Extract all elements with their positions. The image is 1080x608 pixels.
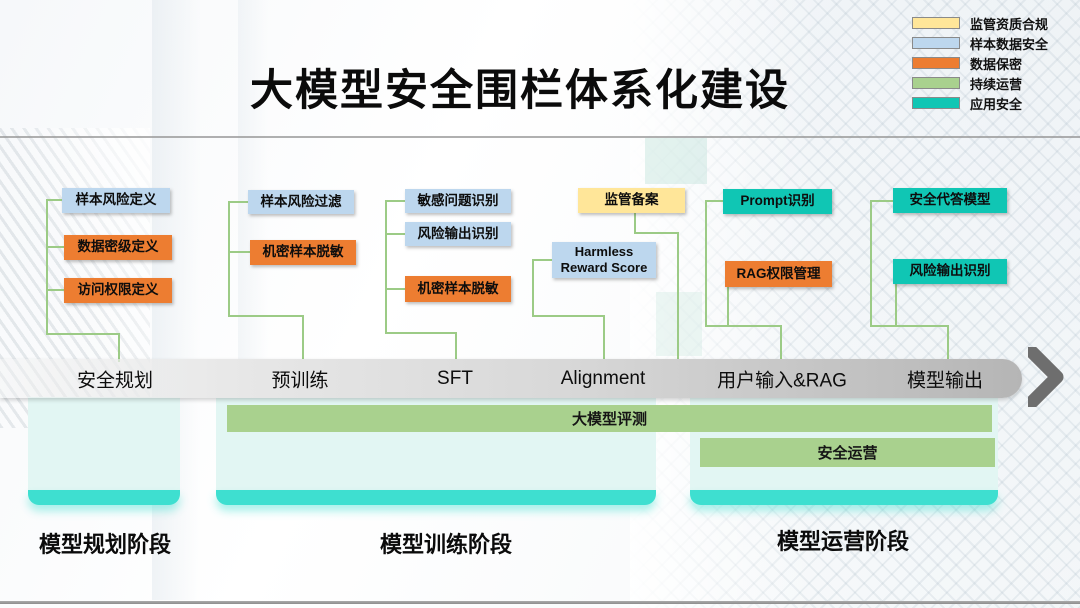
- stage-label-user-input-rag: 用户输入&RAG: [717, 370, 847, 391]
- connector-line: [228, 315, 304, 317]
- box-sample-risk-definition: 样本风险定义: [62, 188, 170, 213]
- box-confidential-sample-masking-sft: 机密样本脱敏: [405, 276, 511, 302]
- connector-line: [228, 201, 230, 317]
- connector-line: [302, 315, 304, 362]
- connector-line: [780, 325, 782, 362]
- box-regulatory-filing: 监管备案: [578, 188, 685, 213]
- legend-label: 样本数据安全: [970, 36, 1049, 52]
- connector-line: [705, 200, 707, 327]
- connector-line: [385, 288, 406, 290]
- legend-item: 监管资质合规: [912, 16, 1049, 32]
- connector-line: [228, 201, 249, 203]
- connector-line: [705, 325, 782, 327]
- connector-line: [118, 333, 120, 362]
- connector-line: [46, 333, 120, 335]
- connector-line: [228, 251, 251, 253]
- box-sample-risk-filtering: 样本风险过滤: [248, 190, 354, 214]
- box-data-classification-definition: 数据密级定义: [64, 235, 172, 260]
- connector-line: [727, 286, 729, 327]
- connector-line: [870, 200, 872, 327]
- box-risk-output-detection-output: 风险输出识别: [893, 259, 1007, 284]
- box-sensitive-question-detection: 敏感问题识别: [405, 189, 511, 213]
- connector-line: [455, 332, 457, 362]
- connector-line: [385, 200, 387, 334]
- bar-model-evaluation: 大模型评测: [227, 405, 992, 432]
- connector-line: [603, 315, 605, 362]
- connector-line: [532, 259, 534, 317]
- legend-swatch-regulatory: [912, 17, 960, 29]
- connector-line: [870, 200, 894, 202]
- legend-swatch-operations: [912, 77, 960, 89]
- legend-label: 持续运营: [970, 76, 1023, 92]
- box-harmless-reward-score: Harmless Reward Score: [552, 242, 656, 278]
- connector-line: [947, 325, 949, 362]
- phase-label-model-training: 模型训练阶段: [379, 532, 513, 557]
- connector-line: [532, 259, 553, 261]
- timeline-band: 安全规划 预训练 SFT Alignment 用户输入&RAG 模型输出: [0, 359, 1022, 398]
- header-divider-line: [0, 136, 1080, 138]
- connector-line: [46, 289, 66, 291]
- connector-line: [385, 200, 406, 202]
- background-glass-tile: [645, 138, 707, 184]
- legend-label: 应用安全: [970, 96, 1023, 112]
- legend-item: 持续运营: [912, 76, 1048, 92]
- bar-security-operations: 安全运营: [700, 438, 995, 467]
- stage-label-sft: SFT: [437, 367, 473, 389]
- connector-line: [385, 332, 457, 334]
- legend-swatch-app-security: [912, 97, 960, 109]
- legend: 监管资质合规 样本数据安全 数据保密 持续运营 应用安全: [912, 16, 1048, 116]
- box-safe-response-model: 安全代答模型: [893, 188, 1007, 213]
- page-title: 大模型安全围栏体系化建设: [250, 67, 790, 115]
- slide-bottom-border: [0, 601, 1080, 604]
- legend-label: 数据保密: [970, 56, 1023, 72]
- box-rag-permission-management: RAG权限管理: [725, 261, 832, 287]
- legend-swatch-confidentiality: [912, 57, 960, 69]
- stage-label-model-output: 模型输出: [906, 370, 984, 391]
- stage-label-pretraining: 预训练: [271, 370, 329, 391]
- connector-line: [677, 232, 679, 362]
- legend-label: 监管资质合规: [970, 16, 1049, 32]
- connector-line: [46, 199, 48, 335]
- panel-teal-bar: [28, 490, 180, 505]
- connector-line: [634, 232, 679, 234]
- legend-item: 数据保密: [912, 56, 1048, 72]
- connector-line: [532, 315, 605, 317]
- connector-line: [870, 325, 949, 327]
- legend-item: 应用安全: [912, 96, 1048, 112]
- box-access-permission-definition: 访问权限定义: [64, 278, 172, 303]
- background-glass-tile: [656, 292, 702, 356]
- box-confidential-sample-masking: 机密样本脱敏: [250, 240, 356, 265]
- phase-label-model-operation: 模型运营阶段: [776, 529, 910, 554]
- legend-swatch-sample-data: [912, 37, 960, 49]
- connector-line: [895, 283, 897, 327]
- forward-chevron-icon: [1025, 345, 1064, 412]
- panel-model-planning-phase: [28, 397, 180, 505]
- panel-teal-bar: [216, 490, 656, 505]
- connector-line: [385, 233, 406, 235]
- stage-label-security-planning: 安全规划: [76, 370, 154, 391]
- stage-label-alignment: Alignment: [560, 367, 646, 389]
- connector-line: [634, 212, 636, 234]
- box-prompt-detection: Prompt识别: [723, 189, 832, 214]
- connector-line: [46, 246, 66, 248]
- panel-teal-bar: [690, 490, 998, 505]
- legend-item: 样本数据安全: [912, 36, 1049, 52]
- phase-label-model-planning: 模型规划阶段: [38, 532, 172, 557]
- box-risk-output-detection-sft: 风险输出识别: [405, 222, 511, 246]
- connector-line: [705, 200, 724, 202]
- connector-line: [46, 199, 63, 201]
